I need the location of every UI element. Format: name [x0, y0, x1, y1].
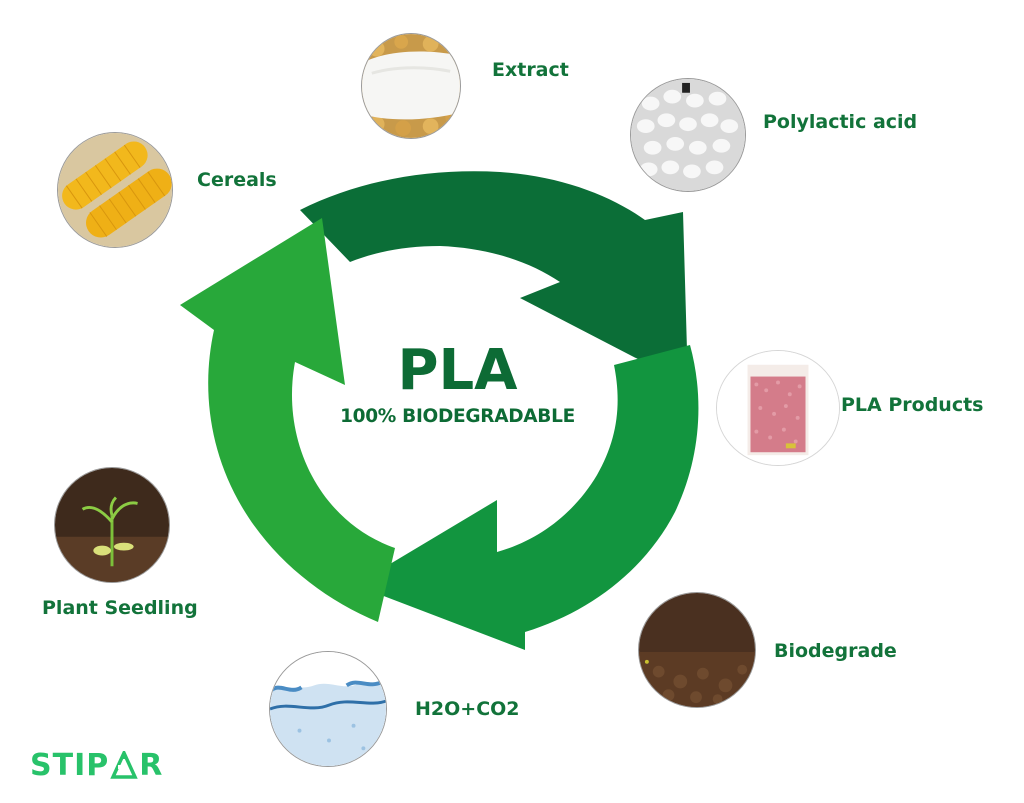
logo-text-left: STIP [30, 748, 110, 783]
logo-text-right: R [139, 748, 164, 783]
stage-label-cereals: Cereals [197, 169, 277, 191]
center-subtitle: 100% BIODEGRADABLE [340, 406, 575, 427]
pla-products-image [716, 350, 840, 466]
stage-label-extract: Extract [492, 59, 569, 81]
stipar-logo: STIP R [30, 748, 163, 783]
h2o-co2-image [269, 651, 387, 767]
cereals-image [57, 132, 173, 248]
polylactic-acid-image [630, 78, 746, 192]
arrow-pla-products-to-h2o [355, 345, 699, 650]
extract-image [361, 33, 461, 139]
stage-label-biodegrade: Biodegrade [774, 640, 897, 662]
recycle-triangle-icon [110, 748, 138, 781]
stage-label-h2o-co2: H2O+CO2 [415, 698, 520, 720]
arrow-seedling-to-cereals [180, 218, 395, 622]
stage-label-pla-products: PLA Products [841, 394, 984, 416]
center-title: PLA [397, 338, 518, 403]
stage-label-polylactic-acid: Polylactic acid [763, 111, 918, 133]
plant-seedling-image [54, 467, 170, 583]
stage-label-plant-seedling: Plant Seedling [42, 597, 198, 619]
biodegrade-image [638, 592, 756, 708]
arrow-extract-to-pla-products [300, 171, 688, 385]
